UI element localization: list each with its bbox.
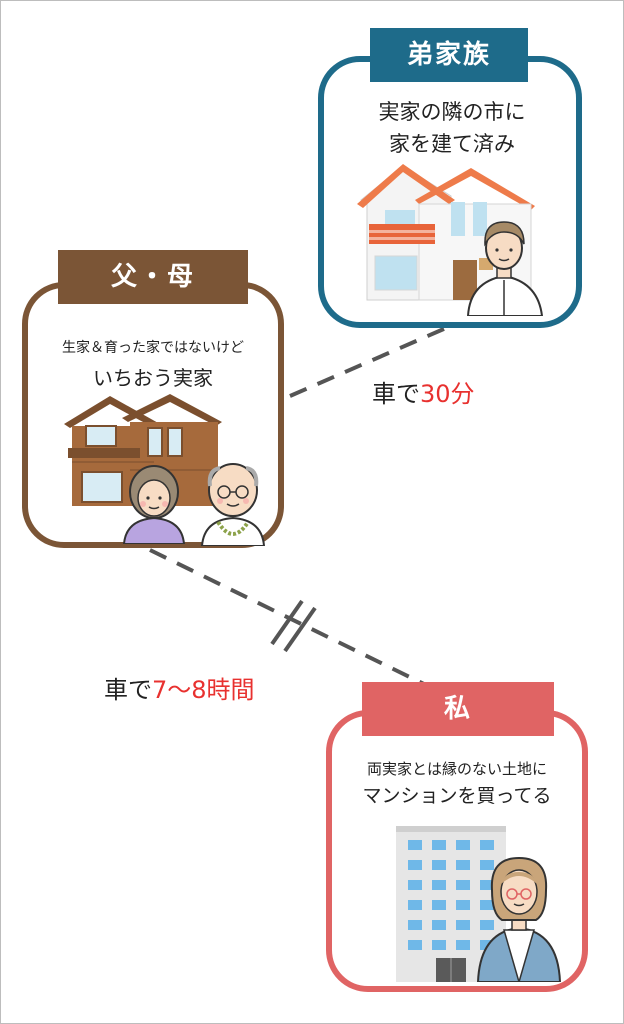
parents-caption-line1: 生家＆育った家ではないけど [62,340,244,356]
broken-connection-icon [270,599,317,653]
me-caption-line1: 両実家とは縁のない土地に [366,760,547,778]
brother-family-caption: 実家の隣の市に 家を建て済み [336,96,568,160]
travel-short-value: 30分 [420,380,475,408]
old-woman-icon [122,465,186,544]
woman-icon [476,856,562,982]
connector-parents-me [149,548,425,686]
travel-short-prefix: 車で [372,380,420,408]
parents-caption-line2: いちおう実家 [93,366,213,390]
brother-caption-line1: 実家の隣の市に [378,100,526,124]
travel-time-parents-brother: 車で30分 [372,374,475,409]
me-caption-line2: マンションを買ってる [362,785,552,807]
house-icon [357,164,535,301]
me-tag: 私 [362,682,554,736]
man-icon [466,221,544,316]
brother-family-tag: 弟家族 [370,28,528,82]
travel-long-prefix: 車で [104,676,152,704]
old-man-icon [200,463,266,546]
brother-caption-line2: 家を建て済み [389,132,515,156]
travel-time-parents-me: 車で7～8時間 [104,670,255,705]
parents-tag: 父・母 [58,250,248,304]
house-icon [64,394,222,506]
travel-long-value: 7～8時間 [152,676,255,704]
